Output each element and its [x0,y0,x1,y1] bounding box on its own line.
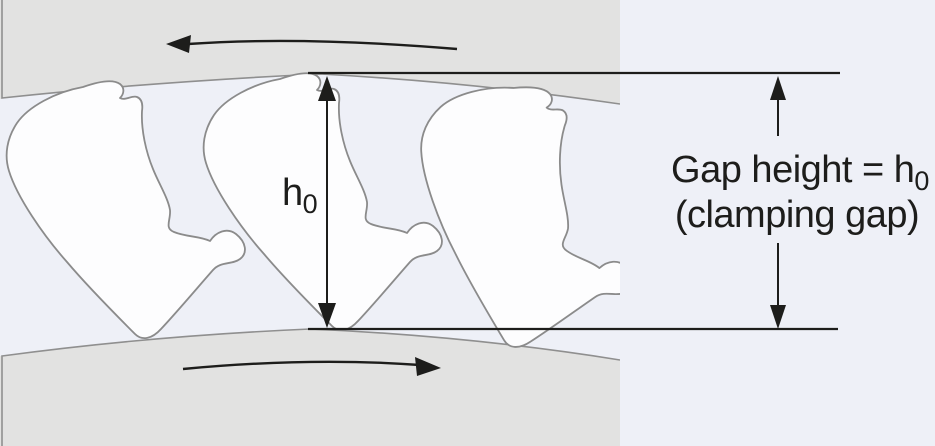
h0-label: h0 [282,172,317,219]
gap-annotation-arrow-down-head [770,305,786,329]
gap-annotation-line2: (clamping gap) [675,194,919,236]
inner-race-motion-arrow-shaft [182,360,421,371]
outer-race-motion-arrow-head [166,35,191,53]
inner-race-motion-arrow-head [415,357,441,376]
inner-race [0,329,620,446]
gap-annotation-arrow-down [770,243,786,329]
outer-race [0,0,620,104]
gap-annotation-arrow-up [770,76,786,136]
gap-annotation-line1: Gap height = h0 [671,149,929,196]
inner-race-motion-arrow [182,357,441,376]
h0-subscript: 0 [303,189,318,219]
outer-race-motion-arrow [166,35,458,53]
outer-race-motion-arrow-shaft [187,39,458,51]
h0-dimension-arrowhead-down [318,303,336,328]
h0-dimension-arrowhead-up [318,76,336,101]
h0-dimension-arrow [318,76,336,328]
gap-annotation-line1-subscript: 0 [914,166,929,196]
h0-symbol: h [282,172,303,214]
gap-annotation-arrow-up-head [770,76,786,100]
gap-annotation-line1-text: Gap height = h [671,149,914,191]
